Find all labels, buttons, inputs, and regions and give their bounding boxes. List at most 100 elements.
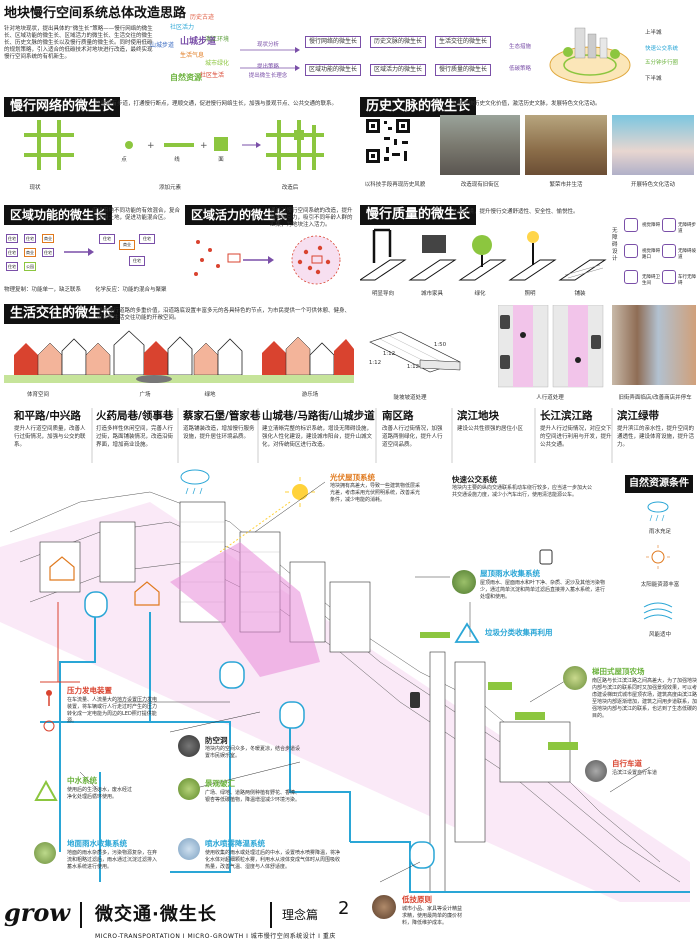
callout-text: 地块内主要的纵向交通联系机动车绕行较多，应当进一步加大公共交通设施力度，减少小汽… [452, 485, 593, 498]
function-box: 住宅 [6, 262, 18, 271]
function-box: 商业 [24, 248, 36, 257]
life-label: 游乐场 [301, 392, 319, 398]
qr-code-icon [364, 117, 412, 165]
callout-text: 地块内的空间众多，冬暖夏凉，结合步道设置市民娱乐室。 [205, 746, 301, 759]
callout-title: 低技原则 [402, 895, 432, 904]
quality-label: 明显导向 [371, 291, 394, 297]
flow-box: 慢行网络的微生长 [305, 36, 361, 48]
ramp-ratio: 1:12 [368, 360, 382, 366]
accessible-icon-label: 视觉障碍路口 [642, 249, 660, 260]
history-label: 以科技手段再现历史风貌 [364, 182, 426, 188]
grow-logo: grow [4, 898, 71, 927]
ring-label: 五分钟步行圈 [645, 60, 679, 66]
function-box: 公园 [24, 262, 36, 271]
arrow-icon [64, 248, 94, 256]
flow-label: 现状分析 [256, 42, 279, 48]
street-name: 滨江地块 [457, 410, 499, 422]
callout-text: 使用后的生活污水，废水经过净化处理后循环使用。 [67, 787, 133, 800]
street-name: 长江滨江路 [540, 410, 593, 422]
flow-label: 生态措施 [508, 44, 531, 50]
street-name: 山城巷/马路街/山城步道 [262, 410, 375, 422]
quality-bottom-label: 人行道处理 [536, 395, 564, 401]
accessible-icons: 视觉障碍 无障碍步道 视觉障碍路口 无障碍坡道 无障碍卫生间 车行无障碍 [622, 218, 698, 298]
cloud-word: 社区生活 [200, 72, 225, 79]
footer-divider [270, 902, 272, 928]
wheelchair-icon [662, 218, 676, 232]
element-label: 面 [218, 157, 224, 163]
function-diagram: 住宅 住宅 商业 住宅 商业 住宅 住宅 公园 住宅 商业 住宅 住宅 [4, 232, 184, 282]
element-label: 点 [121, 157, 127, 163]
ramp-icon [662, 244, 676, 258]
nature-icons [643, 501, 673, 620]
pressure-icons [43, 690, 55, 732]
section-desc: 促进用地不同功能的有效混合，复合化使用土地，促进功能混合区。 [92, 208, 181, 221]
life-label: 广场 [139, 392, 151, 398]
street-name: 蔡家石堡/管家巷 [183, 410, 261, 422]
svg-text:+: + [200, 141, 208, 151]
flow-box: 生活交往的微生长 [435, 36, 491, 48]
network-label: 添加元素 [158, 185, 181, 191]
photo-bike [585, 760, 607, 782]
callout-title: 景观破汇 [205, 779, 235, 788]
function-box: 住宅 [6, 234, 18, 243]
section-desc: 挖掘地块历史文化价值，激活历史文脉，发展特色文化活动。 [452, 101, 601, 107]
photo-culture [612, 115, 694, 175]
quality-diagram [360, 228, 607, 281]
footer-title: 微交通·微生长 [95, 904, 217, 925]
cloud-word: 社区活力 [170, 24, 195, 31]
flow-label: 提出微生长理念 [248, 73, 288, 79]
nature-title: 自然资源条件 [625, 475, 693, 493]
callout-title: 中水系统 [67, 776, 97, 785]
callout-title: 自行车道 [612, 759, 642, 768]
callout-title: 屋顶雨水收集系统 [480, 569, 540, 578]
life-label: 绿地 [204, 392, 216, 398]
street-text: 打造多样性休闲空间，完善人行过街，路面铺装情况，改造沿街界面，增加商业设施。 [96, 426, 174, 448]
quality-label: 城市家具 [420, 291, 443, 297]
keyword-cloud: 历史古迹 社区活力 山城步道 山城步道 滨江环境 生活气息 城市绿化 自然资源 … [150, 12, 240, 87]
quality-label: 铺装 [574, 291, 586, 297]
photo-ground-rain [34, 842, 56, 864]
accessible-icon-label: 无障碍坡道 [678, 249, 696, 260]
callout-title: 压力发电装置 [67, 686, 112, 695]
callout-text: 使用收集的雨水或处理过后的中水，设置喷水喷雾降温，将净化水体对超细颗粒水雾，利用… [205, 850, 341, 870]
callout-text: 广场、绿地、道路两侧种植有野花、香樟、银杏等低碳植物，降温增湿减少环境污染。 [205, 790, 301, 803]
cloud-word: 城市绿化 [205, 60, 230, 67]
cloud-word: 生活气息 [180, 52, 205, 59]
function-label: 化学反应：功能的混合与聚聚 [95, 287, 167, 293]
car-icon [662, 270, 676, 284]
flow-label: 提出策略 [256, 64, 279, 70]
ring-label: 下半城 [645, 76, 662, 82]
section-desc: 修复现有步道，打通慢行断点，理顺交通，促进慢行网络生长，加强与景观节点、公共交通… [95, 101, 338, 107]
street-name: 南区路 [382, 410, 414, 422]
section-title-life: 生活交往的微生长 [4, 304, 121, 324]
callout-text: 在车流量、人流量大的地方设置压力发电装置，将车辆或行人行走过时产生的压力转化成一… [67, 697, 158, 724]
quality-bottom-label: 旧街弄面临店/改善商店并停车 [618, 395, 692, 401]
section-title-vitality: 区域活力的微生长 [185, 205, 294, 225]
callout-text: 地块拥有高差大，导致一些建筑物低层采光差，考虑采用光伏照明系统，改善采光条件，减… [330, 483, 421, 503]
section-title-function: 区域功能的微生长 [4, 205, 113, 225]
network-label: 改造后 [281, 185, 299, 191]
function-box: 住宅 [24, 234, 36, 243]
cloud-word: 历史古迹 [190, 14, 215, 21]
function-box: 住宅 [42, 248, 54, 257]
intro-text: 针对地块现状，提出具体的“微生长”策略——慢行网络的微生长、区域功能的微生长、区… [4, 26, 153, 60]
street-text: 提升滨江的亲水性，提升空间的通透性，建设体育设施，提升活力。 [617, 426, 695, 448]
street-text: 提升人行道空间质量，改善人行过街情况，加强与公交的联系。 [14, 426, 86, 448]
network-label: 现状 [29, 185, 41, 191]
section-title-network: 慢行网络的微生长 [4, 97, 121, 117]
cloud-word: 自然资源 [170, 73, 202, 82]
callout-text: 城市小品、家具等设计精益求精，使用最简单的廉价材料，降低维护成本。 [402, 906, 463, 926]
history-label: 开展特色文化活动 [630, 182, 675, 188]
section-title-history: 历史文脉的微生长 [360, 97, 477, 117]
street-name: 滨江绿带 [617, 410, 659, 422]
nature-label: 太阳能资源丰富 [640, 582, 680, 588]
ramp-ratio: 1:12 [406, 364, 420, 370]
cloud-word: 山城步道 [180, 37, 217, 47]
ring-label: 上半城 [645, 30, 662, 36]
blind-icon [624, 218, 638, 232]
street-name: 和平路/中兴路 [14, 410, 81, 422]
flow-label: 低碳策略 [508, 66, 531, 72]
callout-title: 快速公交系统 [452, 475, 497, 484]
callout-title: 垃圾分类收集再利用 [485, 628, 553, 637]
function-label: 物理复制：功能单一，缺乏联系 [4, 287, 82, 293]
